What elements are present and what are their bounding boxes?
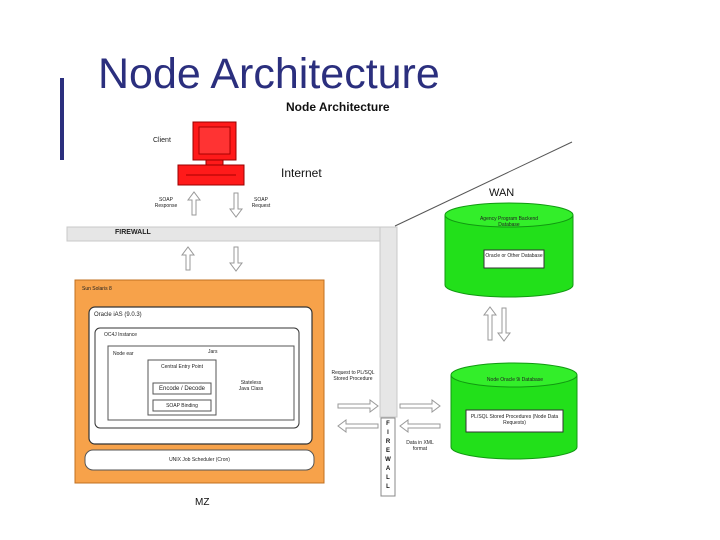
firewall-label: FIREWALL xyxy=(115,229,151,236)
agency-db-title: Agency Program Backend Database xyxy=(479,216,539,228)
vertical-firewall-label: F I R E W A L L xyxy=(383,420,393,492)
soap-binding-box xyxy=(152,399,212,412)
fw-letter: E xyxy=(385,448,390,454)
node-ear-label: Node ear xyxy=(113,351,134,357)
fw-letter: R xyxy=(385,439,391,445)
central-entry-label: Central Entry Point xyxy=(161,364,203,370)
request-right-arrow xyxy=(337,399,379,413)
fw-letter: W xyxy=(385,457,391,463)
plsql-procs-label: PL/SQL Stored Procedures (Node Data Requ… xyxy=(470,414,559,426)
fw-letter: F xyxy=(386,421,390,427)
request-plsql-label: Request to PL/SQL Stored Procedure xyxy=(331,370,375,382)
up-arrow-through-firewall xyxy=(181,246,195,271)
stateless-java-label: Stateless Java Class xyxy=(238,380,264,392)
soap-binding-label: SOAP Binding xyxy=(166,403,198,409)
wan-label: WAN xyxy=(489,187,515,199)
firewall-vertical-band xyxy=(379,226,398,418)
jars-label: Jars xyxy=(208,349,218,355)
soap-request-arrow xyxy=(229,192,243,218)
plsql-procs-box xyxy=(465,409,564,433)
oc4j-instance-label: OC4J Instance xyxy=(104,332,138,338)
response-left-arrow xyxy=(337,419,379,433)
fw-letter: A xyxy=(385,466,391,472)
agency-database-cylinder xyxy=(444,202,574,298)
internet-label: Internet xyxy=(281,166,322,180)
oracle-other-db-box xyxy=(483,249,545,269)
db-sync-up-arrow xyxy=(483,306,497,341)
soap-request-label: SOAP Request xyxy=(251,197,271,209)
fw-letter: L xyxy=(386,484,390,490)
fw-letter: I xyxy=(387,430,389,436)
diagram-title: Node Architecture xyxy=(286,100,390,114)
vertical-firewall-box xyxy=(380,417,396,497)
encode-decode-box xyxy=(152,382,212,395)
data-from-db-arrow xyxy=(399,419,441,433)
request-to-db-arrow xyxy=(399,399,441,413)
fw-letter: L xyxy=(386,475,390,481)
oracle-other-db-label: Oracle or Other Database xyxy=(485,253,543,259)
client-label: Client xyxy=(153,137,171,144)
node-oracle-database-cylinder xyxy=(450,362,578,460)
soap-response-arrow xyxy=(187,191,201,216)
wan-link-line xyxy=(394,141,573,227)
sun-solaris-label: Sun Solaris 8 xyxy=(82,286,112,292)
encode-decode-label: Encode / Decode xyxy=(158,386,206,392)
down-arrow-through-firewall xyxy=(229,246,243,272)
soap-response-label: SOAP Response xyxy=(154,197,178,209)
db-sync-down-arrow xyxy=(497,307,511,342)
node-oracle-db-title: Node Oracle 9i Database xyxy=(486,377,544,383)
unix-scheduler-label: UNIX Job Scheduler (Cron) xyxy=(169,457,230,463)
mz-label: MZ xyxy=(195,497,210,508)
data-xml-label: Data in XML format xyxy=(406,440,434,452)
slide-title: Node Architecture xyxy=(98,50,440,98)
oracle-ias-label: Oracle iAS (9.0.3) xyxy=(94,312,142,318)
title-accent-bar xyxy=(60,78,64,160)
unix-scheduler-box xyxy=(84,449,315,471)
client-computer-icon xyxy=(177,121,245,186)
